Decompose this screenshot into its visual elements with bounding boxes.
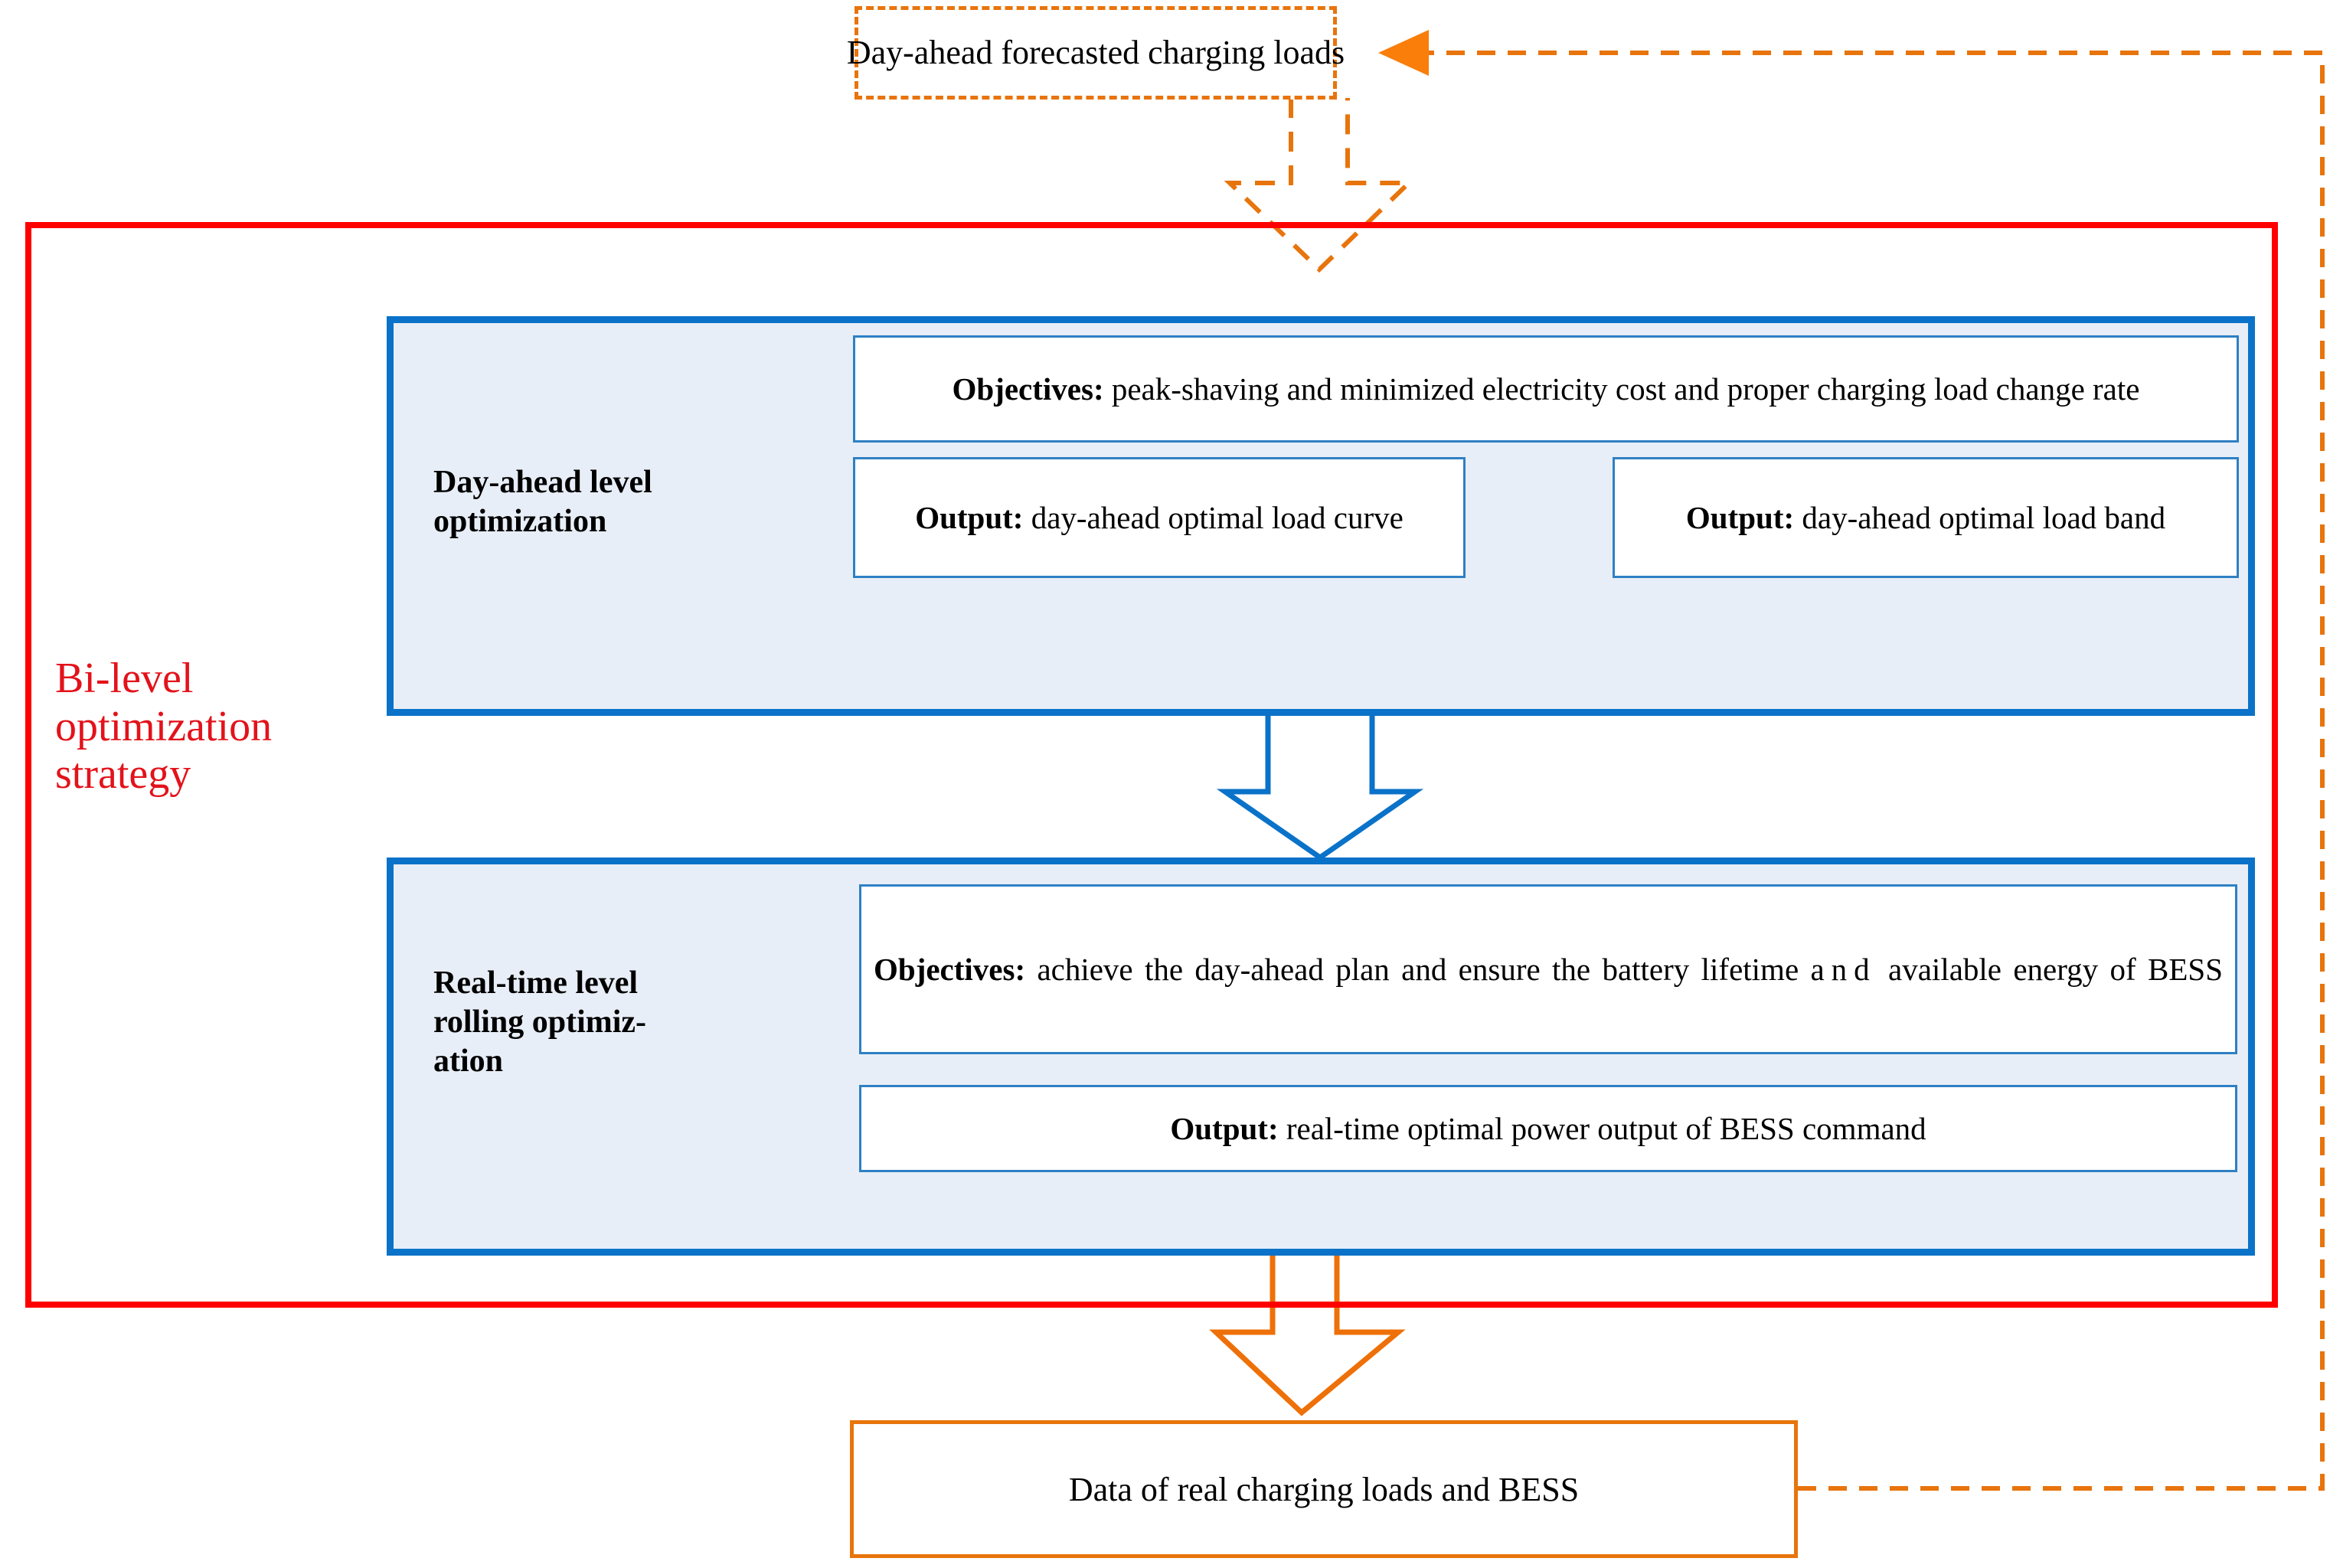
panel-real-time-title: Real-time level rolling optimiz- ation	[433, 964, 663, 1082]
bi-level-strategy-container	[25, 222, 2278, 1308]
objectives-real-time-spaced-word: and	[1810, 951, 1877, 987]
output-bess-command-body: real-time optimal power output of BESS c…	[1278, 1110, 1926, 1146]
strategy-label-line-2: optimization	[55, 702, 273, 750]
box-objectives-real-time-text: Objectives: achieve the day-ahead plan a…	[861, 950, 2235, 988]
objectives-real-time-body-1: achieve the day-ahead plan and ensure th…	[1025, 951, 1811, 987]
objectives-real-time-body-2: available energy of BESS	[1876, 951, 2223, 987]
panel-day-ahead-title: Day-ahead level optimization	[433, 463, 663, 541]
output-load-band-body: day-ahead optimal load band	[1794, 499, 2166, 535]
panel-day-ahead-level[interactable]: Day-ahead level optimization Objectives:…	[387, 316, 2255, 716]
box-output-load-curve-text: Output: day-ahead optimal load curve	[855, 498, 1463, 537]
panel-real-time-title-line-3: ation	[433, 1044, 504, 1080]
box-objectives-day-ahead-text: Objectives: peak-shaving and minimized e…	[855, 370, 2237, 408]
panel-day-ahead-title-line-2: optimization	[433, 504, 607, 540]
panel-real-time-level[interactable]: Real-time level rolling optimiz- ation O…	[387, 858, 2255, 1256]
box-output-load-band[interactable]: Output: day-ahead optimal load band	[1613, 457, 2239, 578]
bottom-data-box[interactable]: Data of real charging loads and BESS	[850, 1420, 1798, 1558]
objectives-real-time-lead: Objectives:	[874, 951, 1026, 987]
box-objectives-real-time[interactable]: Objectives: achieve the day-ahead plan a…	[859, 884, 2237, 1054]
bottom-data-label: Data of real charging loads and BESS	[1068, 1470, 1580, 1508]
output-bess-command-lead: Output:	[1170, 1110, 1279, 1146]
panel-day-ahead-title-line-1: Day-ahead level	[433, 465, 652, 500]
box-output-load-band-text: Output: day-ahead optimal load band	[1615, 498, 2237, 537]
box-output-bess-command[interactable]: Output: real-time optimal power output o…	[859, 1085, 2237, 1172]
strategy-label: Bi-level optimization strategy	[55, 655, 361, 799]
box-objectives-day-ahead[interactable]: Objectives: peak-shaving and minimized e…	[853, 335, 2239, 443]
strategy-label-line-1: Bi-level	[55, 655, 194, 702]
strategy-label-line-3: strategy	[55, 750, 191, 799]
panel-real-time-title-line-2: rolling optimiz-	[433, 1004, 647, 1040]
objectives-day-ahead-lead: Objectives:	[952, 371, 1104, 407]
objectives-day-ahead-body: peak-shaving and minimized electricity c…	[1103, 371, 2140, 407]
feedback-arrowhead	[1378, 30, 1429, 76]
box-output-load-curve[interactable]: Output: day-ahead optimal load curve	[853, 457, 1466, 578]
top-source-label: Day-ahead forecasted charging loads	[846, 33, 1345, 71]
top-source-box[interactable]: Day-ahead forecasted charging loads	[847, 6, 1345, 100]
box-output-bess-command-text: Output: real-time optimal power output o…	[861, 1109, 2235, 1148]
output-load-curve-lead: Output:	[915, 499, 1024, 535]
panel-real-time-title-line-1: Real-time level	[433, 965, 639, 1001]
output-load-curve-body: day-ahead optimal load curve	[1023, 499, 1404, 535]
output-load-band-lead: Output:	[1685, 499, 1795, 535]
